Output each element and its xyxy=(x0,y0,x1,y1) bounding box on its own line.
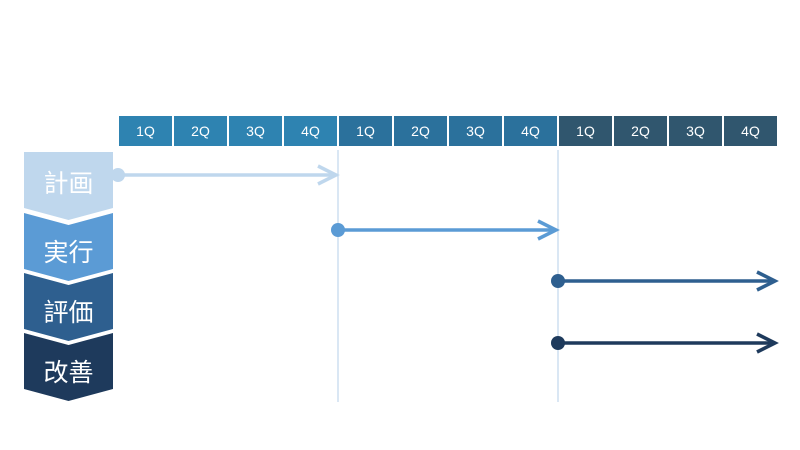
phase-start-dot xyxy=(551,274,565,288)
phase-start-dot xyxy=(551,336,565,350)
quarter-cell: 3Q xyxy=(229,116,282,146)
quarter-cell: 1Q xyxy=(559,116,612,146)
phase-arrow xyxy=(551,332,779,354)
quarter-cell: 2Q xyxy=(394,116,447,146)
quarter-cell: 4Q xyxy=(504,116,557,146)
quarter-cell: 4Q xyxy=(724,116,777,146)
quarter-cell: 3Q xyxy=(669,116,722,146)
phase-start-dot xyxy=(111,168,125,182)
phase-chevron: 計画 xyxy=(24,152,113,220)
quarter-cell: 3Q xyxy=(449,116,502,146)
quarter-cell: 4Q xyxy=(284,116,337,146)
quarter-cell: 1Q xyxy=(119,116,172,146)
quarter-cell: 2Q xyxy=(614,116,667,146)
phase-arrow xyxy=(331,219,560,241)
phase-arrow xyxy=(551,270,779,292)
quarter-cell: 1Q xyxy=(339,116,392,146)
quarter-cell: 2Q xyxy=(174,116,227,146)
phase-start-dot xyxy=(331,223,345,237)
phase-arrow xyxy=(111,164,340,186)
